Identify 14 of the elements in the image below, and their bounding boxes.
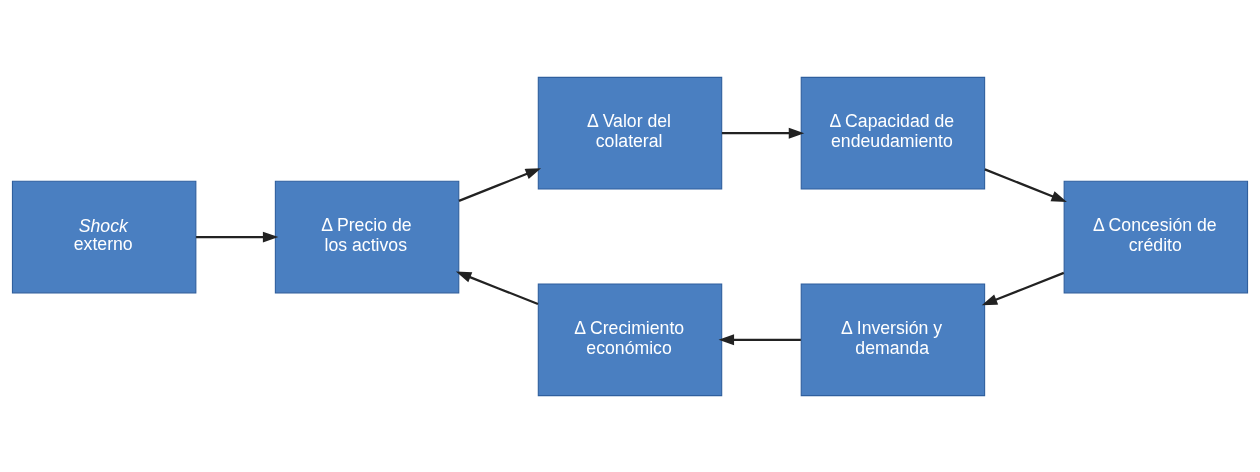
arrow: [984, 167, 1067, 202]
arrow: [981, 271, 1065, 305]
node-box: Δ Crecimiento económico: [537, 282, 723, 396]
node-box: Shock externo: [11, 180, 197, 293]
node-box: Δ Precio de los activos: [274, 180, 460, 293]
arrow: [458, 167, 542, 202]
node-box: Δ Valor del colateral: [537, 76, 723, 190]
arrow: [718, 333, 801, 345]
arrow: [721, 127, 805, 139]
node-box: Δ Capacidad de endeudamiento: [800, 76, 986, 190]
node-box: Δ Concesión de crédito: [1063, 180, 1249, 293]
arrow: [196, 231, 279, 242]
arrow: [455, 271, 539, 305]
node-box: Δ Inversión y demanda: [800, 282, 986, 396]
